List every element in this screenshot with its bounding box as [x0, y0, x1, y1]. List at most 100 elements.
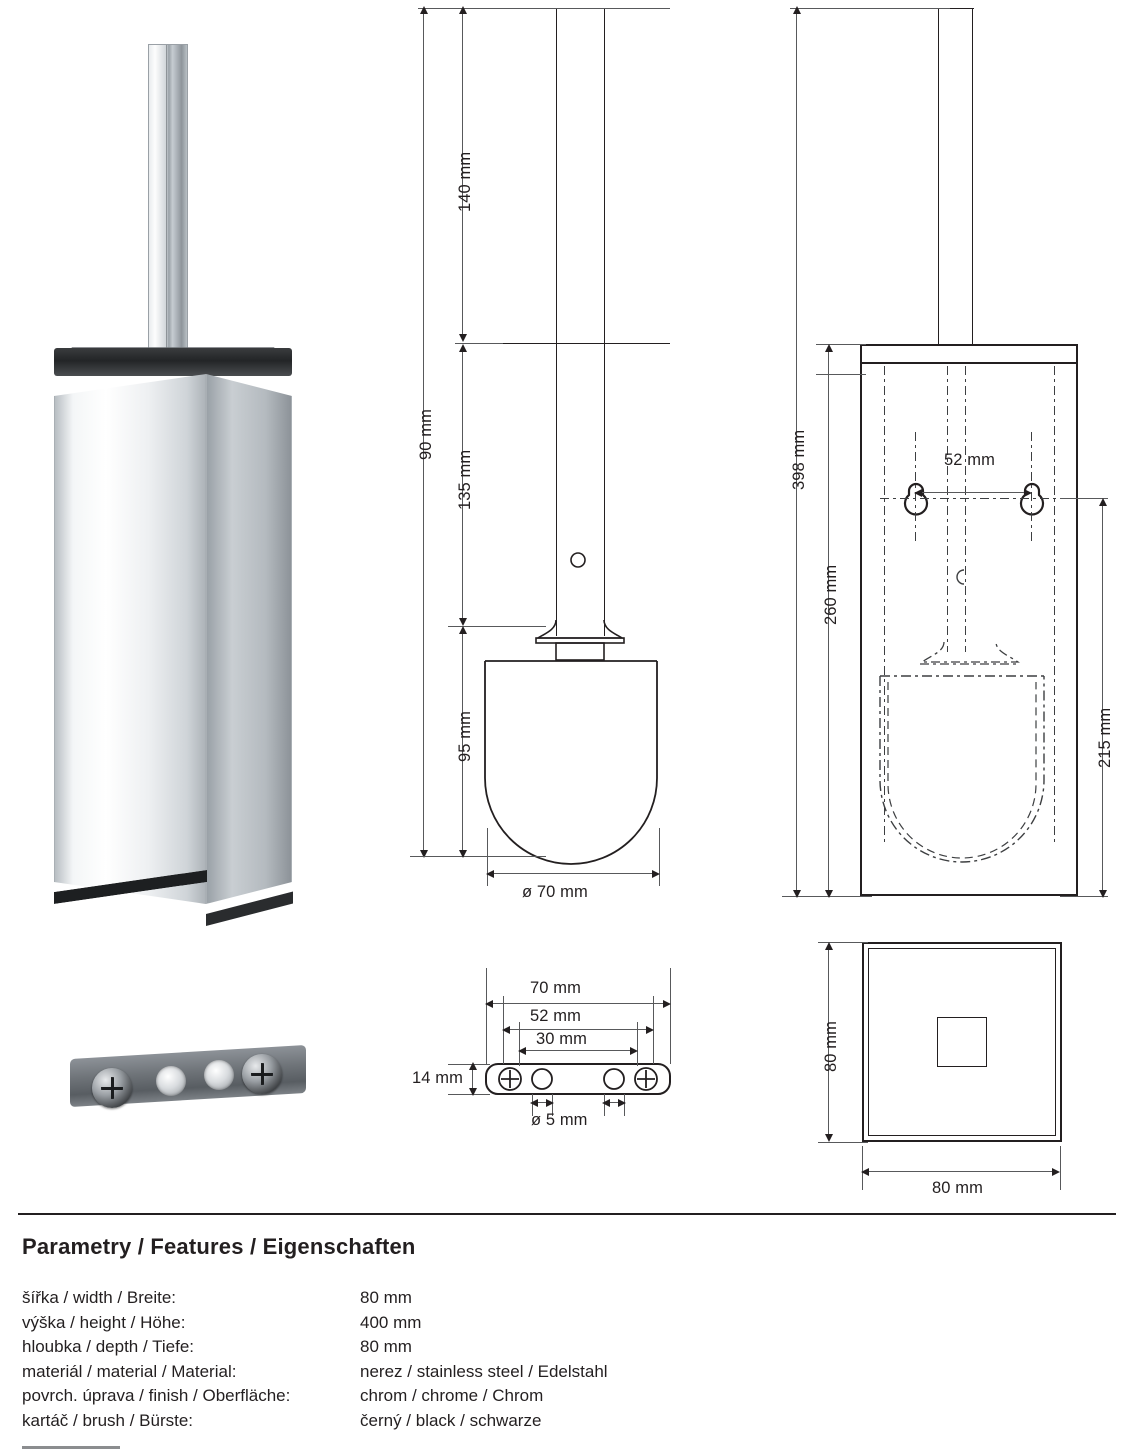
dim-label-90mm: 90 mm	[417, 409, 435, 460]
specs-table: šířka / width / Breite: 80 mm výška / he…	[22, 1288, 822, 1436]
spec-key: povrch. úprava / finish / Oberfläche:	[22, 1386, 291, 1406]
dim-label-70mm: 70 mm	[530, 979, 581, 997]
spec-value: nerez / stainless steel / Edelstahl	[360, 1361, 608, 1381]
ext-line-dia70-right	[659, 828, 661, 886]
ext-line-260mm-top	[816, 344, 866, 346]
rod-edge-right	[604, 8, 606, 636]
dim-line-52mm	[506, 1029, 650, 1031]
arrowhead-dia5-a	[530, 1099, 538, 1107]
arrowhead-215mm-bottom	[1099, 890, 1107, 898]
spec-key: kartáč / brush / Bürste:	[22, 1410, 194, 1430]
dim-label-52mm-wall: 52 mm	[944, 451, 995, 469]
dim-line-70mm	[489, 1003, 667, 1005]
rod-edge-left	[556, 8, 558, 636]
spec-key: výška / height / Höhe:	[22, 1312, 186, 1332]
spec-value: 400 mm	[360, 1312, 422, 1332]
ext-line-260mm-ref	[816, 374, 866, 376]
holder-face-right	[206, 374, 292, 904]
brush-head-hidden-outline	[879, 675, 1045, 863]
wall-rod-top	[938, 8, 974, 10]
keyhole-centerline-right	[1031, 432, 1033, 542]
arrowhead-135mm-top	[459, 344, 467, 352]
brush-collar-icon	[535, 619, 625, 661]
ext-line-70mm-right	[670, 968, 672, 1064]
dim-line-80mm-h	[866, 1171, 1058, 1173]
holder-rim-line	[862, 362, 1076, 364]
holder-cap-photo	[54, 348, 292, 376]
arrowhead-90mm-bottom	[420, 850, 428, 858]
bracket-hole-right	[204, 1060, 234, 1090]
table-row: šířka / width / Breite: 80 mm	[22, 1288, 822, 1313]
arrowhead-135mm-bottom	[459, 618, 467, 626]
bracket-hole-left	[156, 1066, 186, 1096]
table-row: hloubka / depth / Tiefe: 80 mm	[22, 1337, 822, 1362]
arrowhead-215mm-top	[1099, 498, 1107, 506]
ext-line-80mm-v-top	[818, 942, 868, 944]
holder-body-outline	[860, 344, 1078, 896]
dim-label-14mm: 14 mm	[412, 1069, 463, 1087]
arrowhead-52mm-right	[646, 1026, 654, 1034]
dim-label-95mm: 95 mm	[456, 711, 474, 762]
wall-rod-left	[938, 8, 940, 346]
hidden-line-left-wall	[884, 366, 886, 846]
top-view-rod-square	[937, 1017, 987, 1067]
ext-line-30mm-right	[637, 1022, 639, 1066]
dim-line-90mm	[423, 10, 425, 856]
hidden-line-right-wall	[1054, 366, 1056, 846]
hidden-line-rod-left	[947, 366, 949, 652]
dim-label-398mm: 398 mm	[790, 429, 808, 490]
arrowhead-398mm-bottom	[793, 890, 801, 898]
arrowhead-30mm-right	[630, 1047, 638, 1055]
dim-label-140mm: 140 mm	[456, 151, 474, 212]
arrowhead-260mm-bottom	[825, 890, 833, 898]
dim-label-260mm: 260 mm	[822, 564, 840, 625]
arrowhead-dia5-d	[618, 1099, 626, 1107]
holder-body-photo	[54, 374, 293, 926]
product-photo	[40, 30, 330, 930]
spec-key: hloubka / depth / Tiefe:	[22, 1337, 195, 1357]
ext-line-70mm-left	[486, 968, 488, 1064]
section-divider-bottom	[22, 1446, 120, 1449]
dim-line-140mm	[462, 10, 464, 340]
bracket-screw-left	[92, 1068, 132, 1108]
brush-head-outline	[484, 660, 658, 865]
dim-line-398mm	[796, 10, 798, 894]
keyhole-centerline-left	[915, 432, 917, 542]
top-view-inner-square	[868, 948, 1056, 1136]
arrowhead-52mm-wall-left	[914, 489, 922, 497]
dim-label-dia5: ø 5 mm	[531, 1111, 588, 1129]
spec-key: šířka / width / Breite:	[22, 1288, 176, 1307]
ext-line-215mm-top	[1060, 498, 1108, 500]
arrowhead-dia70-right	[652, 870, 660, 878]
dim-line-95mm	[462, 630, 464, 854]
ext-line-95mm-top	[448, 626, 546, 628]
top-view-outer-square	[862, 942, 1062, 1142]
arrowhead-dia5-c	[602, 1099, 610, 1107]
dim-line-52mm-wall	[918, 492, 1030, 494]
dim-label-52mm-plate: 52 mm	[530, 1007, 581, 1025]
rod-hole-icon	[570, 552, 586, 568]
bracket-screw-right	[242, 1054, 282, 1094]
plate-outline	[485, 1063, 671, 1095]
dim-line-215mm	[1102, 502, 1104, 894]
dim-line-135mm	[462, 348, 464, 624]
ext-line-215mm-bot	[1060, 896, 1108, 898]
dim-line-260mm	[828, 348, 830, 894]
dim-line-30mm	[522, 1050, 634, 1052]
page-title: Parametry / Features / Eigenschaften	[22, 1234, 416, 1259]
section-divider-top	[18, 1213, 1116, 1215]
dim-line-14mm	[472, 1066, 474, 1092]
wall-rod-right	[972, 8, 974, 346]
arrowhead-398mm-top	[793, 6, 801, 14]
spec-value: 80 mm	[360, 1337, 412, 1357]
ext-line-top-front	[418, 8, 670, 10]
brush-handle-photo	[148, 44, 188, 354]
ext-line-30mm-left	[519, 1022, 521, 1066]
table-row: povrch. úprava / finish / Oberfläche: ch…	[22, 1386, 822, 1411]
arrowhead-dia5-b	[546, 1099, 554, 1107]
arrowhead-70mm-left	[485, 1000, 493, 1008]
arrowhead-260mm-top	[825, 344, 833, 352]
dim-label-215mm: 215 mm	[1096, 707, 1114, 768]
arrowhead-14mm-top	[469, 1062, 477, 1070]
spec-value: 80 mm	[360, 1288, 412, 1307]
